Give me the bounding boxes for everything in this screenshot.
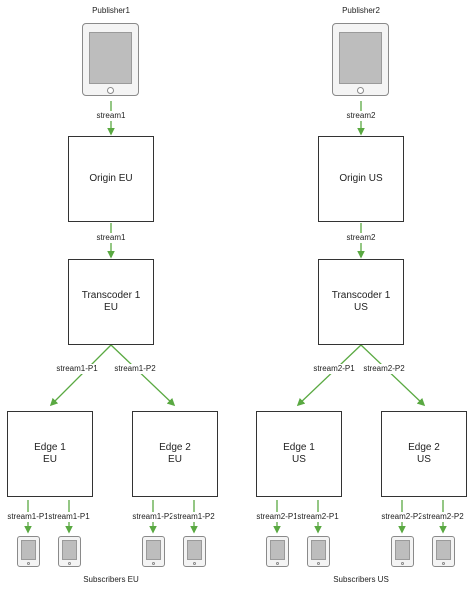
stream2-label-top: stream2 xyxy=(345,111,377,121)
arrow-transcoder-eu-edge1 xyxy=(49,344,112,407)
stream1-p1-label-sub2: stream1-P1 xyxy=(47,512,91,522)
edge2-eu-title: Edge 2 xyxy=(159,442,191,453)
subscriber-eu-1-tablet-icon xyxy=(17,536,40,567)
edge1-eu-title: Edge 1 xyxy=(34,442,66,453)
edge1-us-title: Edge 1 xyxy=(283,442,315,453)
subscribers-us-label: Subscribers US xyxy=(333,575,389,584)
origin-us-label: Origin US xyxy=(339,173,383,184)
subscriber-us-3-tablet-icon xyxy=(391,536,414,567)
publisher1-tablet-icon xyxy=(82,23,139,96)
origin-eu-label: Origin EU xyxy=(89,173,133,184)
transcoder-us-box: Transcoder 1 US xyxy=(318,259,404,345)
edge2-eu-region: EU xyxy=(168,454,182,465)
stream2-label-mid: stream2 xyxy=(345,233,377,243)
subscriber-us-4-tablet-icon xyxy=(432,536,455,567)
stream1-label-top: stream1 xyxy=(95,111,127,121)
arrow-transcoder-us-edge1 xyxy=(296,344,362,407)
stream1-label-mid: stream1 xyxy=(95,233,127,243)
transcoder-eu-box: Transcoder 1 EU xyxy=(68,259,154,345)
arrow-transcoder-eu-edge2 xyxy=(110,344,176,407)
edge1-us-box: Edge 1 US xyxy=(256,411,342,497)
stream2-p2-label-branch: stream2-P2 xyxy=(362,364,406,374)
edge2-us-title: Edge 2 xyxy=(408,442,440,453)
edge1-eu-region: EU xyxy=(43,454,57,465)
edge1-eu-box: Edge 1 EU xyxy=(7,411,93,497)
stream2-p2-label-sub1: stream2-P2 xyxy=(380,512,424,522)
subscriber-eu-3-tablet-icon xyxy=(142,536,165,567)
transcoder-us-region: US xyxy=(354,302,368,313)
stream2-p2-label-sub2: stream2-P2 xyxy=(421,512,465,522)
stream1-p1-label-branch: stream1-P1 xyxy=(55,364,99,374)
edge2-us-box: Edge 2 US xyxy=(381,411,467,497)
publisher2-tablet-icon xyxy=(332,23,389,96)
stream2-p1-label-sub1: stream2-P1 xyxy=(255,512,299,522)
arrow-transcoder-us-edge2 xyxy=(360,344,426,407)
publisher1-label: Publisher1 xyxy=(92,6,130,15)
subscriber-us-2-tablet-icon xyxy=(307,536,330,567)
publisher2-label: Publisher2 xyxy=(342,6,380,15)
origin-eu-box: Origin EU xyxy=(68,136,154,222)
edge2-us-region: US xyxy=(417,454,431,465)
subscriber-eu-2-tablet-icon xyxy=(58,536,81,567)
subscriber-us-1-tablet-icon xyxy=(266,536,289,567)
stream2-p1-label-branch: stream2-P1 xyxy=(312,364,356,374)
transcoder-eu-region: EU xyxy=(104,302,118,313)
transcoder-eu-title: Transcoder 1 xyxy=(81,290,141,301)
subscribers-eu-label: Subscribers EU xyxy=(83,575,139,584)
origin-us-box: Origin US xyxy=(318,136,404,222)
stream2-p1-label-sub2: stream2-P1 xyxy=(296,512,340,522)
transcoder-us-title: Transcoder 1 xyxy=(331,290,391,301)
stream1-p2-label-branch: stream1-P2 xyxy=(113,364,157,374)
stream1-p2-label-sub2: stream1-P2 xyxy=(172,512,216,522)
stream1-p1-label-sub1: stream1-P1 xyxy=(6,512,50,522)
subscriber-eu-4-tablet-icon xyxy=(183,536,206,567)
stream1-p2-label-sub1: stream1-P2 xyxy=(131,512,175,522)
edge1-us-region: US xyxy=(292,454,306,465)
edge2-eu-box: Edge 2 EU xyxy=(132,411,218,497)
